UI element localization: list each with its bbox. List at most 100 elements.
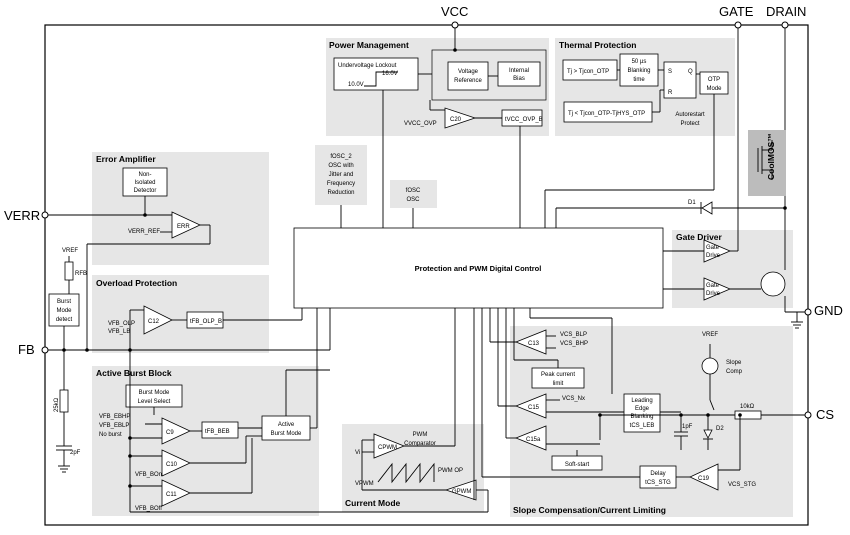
detector-label-3: Detector [134,188,157,194]
c13-comparator [514,329,547,355]
rfb-resistor [64,261,74,281]
pin-gnd: GND [814,303,843,318]
pin-gnd-marker [804,308,812,316]
otp-label-2: Mode [706,86,722,92]
cpwm-label: CPWM [378,445,397,451]
no-burst-label: No burst [99,432,122,438]
slope-current-source-icon [701,357,719,375]
gd1-label-2: Drive [706,253,721,259]
pwm-ramp-waveform [377,462,435,484]
c9-label: C9 [166,430,174,436]
c13-label: C13 [528,341,540,347]
osc-label-2: OSC [406,197,420,203]
uvlo-label: Undervoltage Lockout [338,63,397,69]
tvcc-ovp-label: tVCC_OVP_B [505,117,543,123]
vpwm-label: VPWM [355,481,374,487]
vfb-lb-label: VFB_LB [108,329,130,335]
uvlo-low-label: 10.0V [348,82,364,88]
vvcc-ovp-label: VVCC_OVP [404,121,437,127]
vfb-olp-label: VFB_OLP [108,321,135,327]
group-current-mode [342,424,484,512]
group-title-power-management: Power Management [329,40,409,50]
tj-high-label: Tj > Tjcon_OTP [567,69,609,75]
pwm-comparator-label-2: Comparator [404,441,436,447]
hysteresis-curve [364,71,398,87]
sr-latch [663,61,697,99]
detector-label-1: Non- [138,172,151,178]
group-title-overload-protection: Overload Protection [96,278,177,288]
tfb-olp-label: tFB_OLP_B [190,319,222,325]
pin-verr: VERR [4,208,40,223]
c20-comparator [444,107,477,129]
verr-ref-label: VERR_REF [128,229,160,235]
pin-cs-marker [804,411,812,419]
osc-label-1: fOSC [406,188,421,194]
group-osc2 [315,145,367,205]
voltage-reference-block [447,61,489,91]
protection-pwm-control-block [293,227,664,309]
blanking-label-1: 50 µs [632,59,647,65]
leb-label-3: Blanking [630,414,653,420]
detector-label-2: Isolated [134,180,155,186]
tj-low-label: Tj < Tjcon_OTP-TjHYS_OTP [568,111,645,117]
gpwm-label: GPWM [452,489,471,495]
junction-dots [62,48,787,488]
vfb-bon-label: VFB_BOn [135,472,162,478]
r10k-label: 10kΩ [740,404,755,410]
pin-drain: DRAIN [766,4,806,19]
c20-label: C20 [450,117,462,123]
c15a-label: C15a [526,437,541,443]
group-title-active-burst-block: Active Burst Block [96,368,172,378]
c15-comparator [514,393,547,419]
group-title-thermal-protection: Thermal Protection [559,40,636,50]
coolmos-label: CoolMOS™ [766,133,776,180]
vfb-ebhp-label: VFB_EBHP [99,414,130,420]
coolmos-area [748,130,786,196]
slope-label-2: Comp [726,369,743,375]
wiring [48,28,805,513]
soft-start-label: Soft-start [565,462,590,468]
abm-label-1: Active [278,422,295,428]
bias-label-1: Internal [509,68,529,74]
c9-comparator [161,417,191,445]
internal-bias-block [497,61,541,87]
pwm-op-label: PWM OP [438,468,463,474]
autorestart-label-1: Autorestart [675,112,705,118]
non-isolated-detector-block [122,167,168,197]
osc2-label-3: Jitter and [329,172,354,178]
vref-enclosure [431,49,547,101]
gd2-label-1: Gate [706,283,720,289]
osc2-label-1: fOSC_2 [330,154,352,160]
ground-icon-fb [58,465,70,473]
bias-label-2: Bias [513,76,525,82]
c10-comparator [161,449,191,477]
pin-verr-marker [41,211,49,219]
c11-label: C11 [166,492,177,498]
pin-fb: FB [18,342,35,357]
c19-comparator [689,463,719,491]
pin-fb-marker [41,346,49,354]
level-select-label-2: Level Select [138,399,171,405]
c19-label: C19 [698,476,710,482]
d1-diode-icon [700,201,713,215]
gate-driver-transistor-icon [760,271,786,297]
vref-left-label: VREF [62,248,78,254]
leb-label-1: Leading [631,398,652,404]
pwm-comparator [373,433,406,459]
pin-gate: GATE [719,4,754,19]
ground-icon-gnd [791,312,803,329]
burst-detect-label-2: Mode [56,308,72,314]
otp-label-1: OTP [708,77,720,83]
group-title-slope-compensation: Slope Compensation/Current Limiting [513,505,666,515]
c15a-comparator [514,425,547,451]
vi-label: Vi [355,450,360,456]
c10-label: C10 [166,462,178,468]
uvlo-high-label: 16.0V [382,71,398,77]
group-title-error-amplifier: Error Amplifier [96,154,156,164]
leb-label-2: Edge [635,406,650,412]
c2p-label: 2pF [70,450,81,456]
level-select-label-1: Burst Mode [139,390,170,396]
blanking-label-2: Blanking [627,68,650,74]
pin-drain-marker [781,21,789,29]
gd2-label-2: Drive [706,291,721,297]
